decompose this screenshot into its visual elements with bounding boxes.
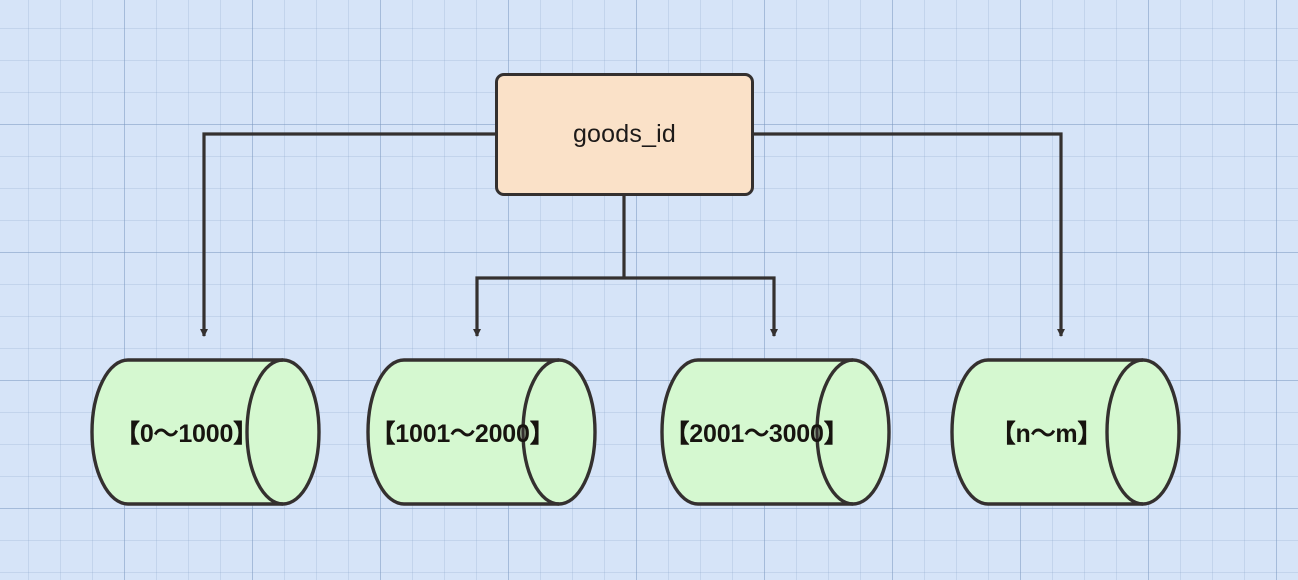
edge-root-to-shard-4 xyxy=(754,132,1065,337)
cylinder-shape-1 xyxy=(90,358,321,506)
edge-root-to-shard-2 xyxy=(473,276,624,337)
shard-label-1: 【0～1000】 xyxy=(115,420,258,448)
edge-root-to-shard-3 xyxy=(624,276,778,337)
shard-label-3: 【2001～3000】 xyxy=(664,420,849,448)
shard-label-2: 【1001～2000】 xyxy=(370,420,555,448)
shard-node-4[interactable]: 【n～m】 xyxy=(950,358,1181,506)
cylinder-shape-2 xyxy=(366,358,597,506)
shard-label-4: 【n～m】 xyxy=(990,420,1103,448)
node-goods-id[interactable]: goods_id xyxy=(495,73,754,196)
shard-node-2[interactable]: 【1001～2000】 xyxy=(366,358,597,506)
cylinder-shape-4 xyxy=(950,358,1181,506)
shard-node-1[interactable]: 【0～1000】 xyxy=(90,358,321,506)
edge-root-to-shard-1 xyxy=(200,132,495,337)
shard-node-3[interactable]: 【2001～3000】 xyxy=(660,358,891,506)
node-goods-id-label: goods_id xyxy=(572,120,677,148)
cylinder-shape-3 xyxy=(660,358,891,506)
